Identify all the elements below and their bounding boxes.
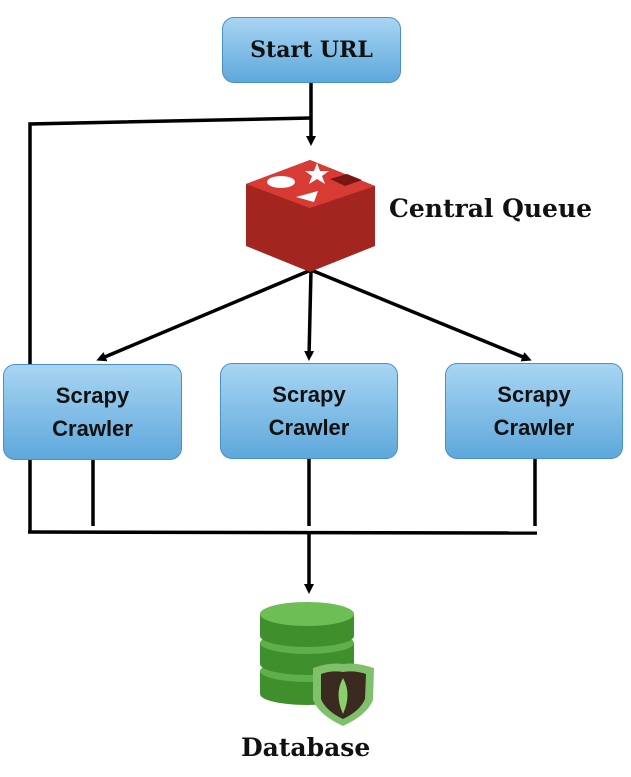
edge-queue-to-crawler-3	[310, 268, 532, 362]
central-queue-label: Central Queue	[389, 194, 593, 223]
edge-collector-bus	[27, 530, 538, 535]
scrapy-crawler-box-2: Scrapy Crawler	[220, 363, 398, 459]
scrapy-crawler-box-1: Scrapy Crawler	[3, 364, 182, 460]
crawler-label-line1: Scrapy	[497, 382, 571, 407]
crawler-label-line2: Crawler	[52, 416, 133, 441]
start-url-box: Start URL	[222, 17, 401, 83]
mongodb-database-icon	[260, 602, 374, 726]
database-label: Database	[241, 733, 371, 762]
start-url-label: Start URL	[250, 37, 373, 63]
edge-crawler-feedback-loop	[28, 116, 312, 366]
edge-queue-to-crawler-2	[304, 269, 315, 361]
crawler-label-line2: Crawler	[493, 415, 575, 440]
scrapy-crawler-box-3: Scrapy Crawler	[445, 363, 623, 459]
crawler-label-line1: Scrapy	[55, 383, 130, 408]
redis-icon	[246, 160, 375, 272]
crawler-label-line2: Crawler	[268, 415, 350, 440]
edge-queue-to-crawler-1	[96, 268, 312, 362]
crawler-label-line1: Scrapy	[272, 382, 346, 407]
